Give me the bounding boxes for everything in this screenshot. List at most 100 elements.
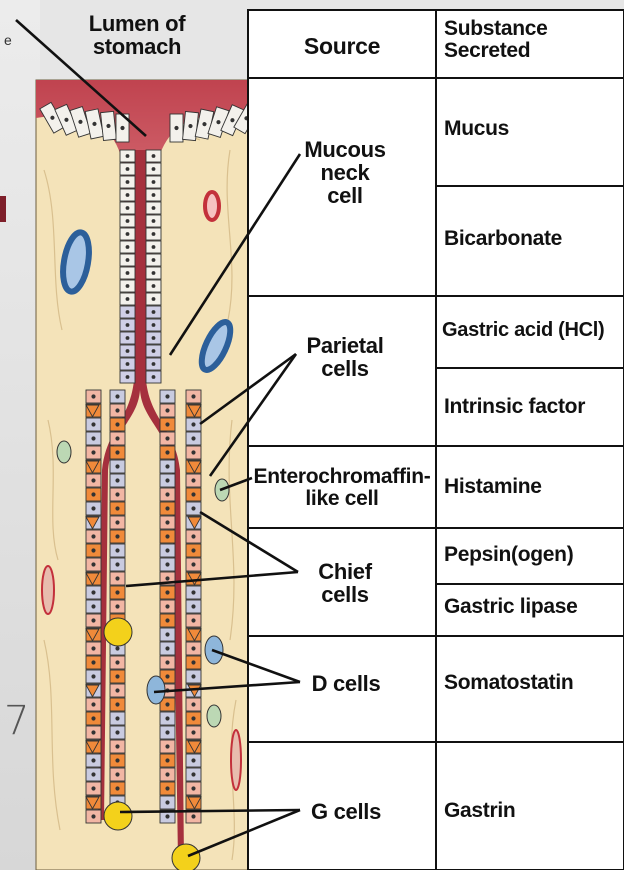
cell-nucleus [191,772,195,776]
substance-intrinsic-factor: Intrinsic factor [444,396,585,418]
cell-nucleus [191,674,195,678]
cell-nucleus [165,758,169,762]
cell-nucleus [115,394,119,398]
cell-nucleus [126,219,130,223]
source-d-cells: D cells [296,672,396,695]
cell-nucleus [152,310,156,314]
cell-nucleus [91,604,95,608]
cell-nucleus [115,506,119,510]
cell-nucleus [115,786,119,790]
cell-nucleus [126,167,130,171]
cell-nucleus [165,674,169,678]
cell-nucleus [91,758,95,762]
source-parietal-cells: Parietal cells [290,334,400,380]
cell-nucleus [165,744,169,748]
blood-vessel [42,566,54,614]
cell-nucleus [165,394,169,398]
cell-nucleus [91,450,95,454]
cell-nucleus [165,464,169,468]
cell-nucleus [115,660,119,664]
cell-nucleus [165,548,169,552]
cell-nucleus [152,297,156,301]
cell-nucleus [126,310,130,314]
cell-nucleus [126,349,130,353]
cell-nucleus [115,604,119,608]
cell-nucleus [165,408,169,412]
cell-nucleus [191,730,195,734]
cell-nucleus [91,548,95,552]
cell-nucleus [191,562,195,566]
substance-gastrin: Gastrin [444,800,515,822]
cell-nucleus [115,450,119,454]
cell-nucleus [191,758,195,762]
cell-nucleus [91,646,95,650]
cell-nucleus [191,814,195,818]
cell-nucleus [115,702,119,706]
cell-nucleus [152,167,156,171]
cell-nucleus [126,375,130,379]
source-g-cells: G cells [296,800,396,823]
cell-nucleus [91,660,95,664]
cell-nucleus [165,786,169,790]
g-cell-cluster [104,802,132,830]
cell-nucleus [91,786,95,790]
cell-nucleus [152,284,156,288]
source-ecl-cell: Enterochromaffin- like cell [248,466,436,510]
substance-mucus: Mucus [444,118,509,140]
cell-nucleus [126,180,130,184]
blood-vessel [231,730,241,790]
substance-bicarbonate: Bicarbonate [444,228,562,250]
cell-nucleus [115,548,119,552]
cell-nucleus [165,772,169,776]
cell-nucleus [152,245,156,249]
cell-nucleus [191,786,195,790]
blood-vessel [205,192,219,220]
cell-nucleus [165,660,169,664]
cell-nucleus [191,646,195,650]
cell-nucleus [152,323,156,327]
cell-nucleus [91,506,95,510]
cell-nucleus [165,590,169,594]
cell-nucleus [165,604,169,608]
cell-nucleus [91,590,95,594]
cell-nucleus [191,702,195,706]
cell-nucleus [91,492,95,496]
cell-nucleus [91,478,95,482]
cell-nucleus [191,604,195,608]
substance-histamine: Histamine [444,476,542,498]
cell-nucleus [191,590,195,594]
cell-nucleus [91,730,95,734]
cell-nucleus [165,520,169,524]
cell-nucleus [191,534,195,538]
source-column-header: Source [252,34,432,58]
cell-nucleus [165,800,169,804]
cell-nucleus [152,375,156,379]
cell-nucleus [126,154,130,158]
cell-nucleus [120,126,124,130]
cell-nucleus [91,562,95,566]
cell-nucleus [165,632,169,636]
cell-nucleus [115,688,119,692]
lumen-label: Lumen of stomach [72,12,202,58]
cell-nucleus [126,336,130,340]
cell-nucleus [165,534,169,538]
cell-nucleus [91,422,95,426]
cell-nucleus [152,258,156,262]
cell-nucleus [191,506,195,510]
cell-nucleus [165,814,169,818]
cell-nucleus [115,520,119,524]
g-cell-cluster [172,844,200,870]
cell-nucleus [152,349,156,353]
cell-nucleus [126,297,130,301]
cell-nucleus [191,548,195,552]
ecl-cell [57,441,71,463]
cell-nucleus [152,193,156,197]
cell-nucleus [115,436,119,440]
d-cell [147,676,165,704]
cell-nucleus [165,730,169,734]
cell-nucleus [115,758,119,762]
substance-column-header: Substance Secreted [444,18,620,62]
cell-nucleus [115,674,119,678]
cell-nucleus [165,702,169,706]
